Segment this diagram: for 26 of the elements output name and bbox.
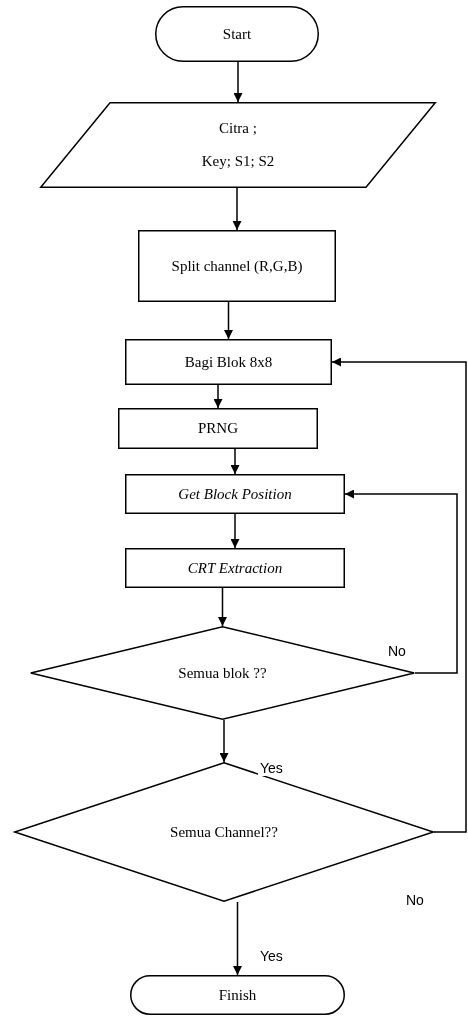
process-label: PRNG — [198, 419, 238, 438]
terminator-label: Start — [222, 24, 252, 44]
decision-label: Semua blok ?? — [178, 663, 267, 683]
arrow — [213, 384, 223, 409]
arrow — [218, 587, 227, 627]
edge-label: Yes — [258, 948, 285, 964]
arrow — [224, 301, 233, 340]
edge-label: No — [404, 892, 426, 908]
arrow — [331, 357, 467, 833]
arrow — [344, 489, 458, 674]
edge-label: Yes — [258, 760, 285, 776]
decision-label: Semua Channel?? — [170, 822, 278, 842]
arrow — [230, 448, 240, 475]
input-label: Citra ; — [219, 119, 257, 138]
edge-label: No — [386, 643, 408, 659]
process-label: Split channel (R,G,B) — [171, 256, 303, 276]
arrow — [219, 719, 229, 763]
process-label: Get Block Position — [178, 484, 292, 504]
terminator-label: Finish — [218, 985, 257, 1005]
arrow — [230, 513, 240, 549]
arrow — [233, 901, 242, 976]
process-label: CRT Extraction — [187, 558, 283, 578]
input-label: Key; S1; S2 — [201, 152, 275, 171]
process-label: Bagi Blok 8x8 — [184, 352, 273, 372]
arrow — [232, 187, 242, 231]
arrow — [233, 61, 243, 103]
